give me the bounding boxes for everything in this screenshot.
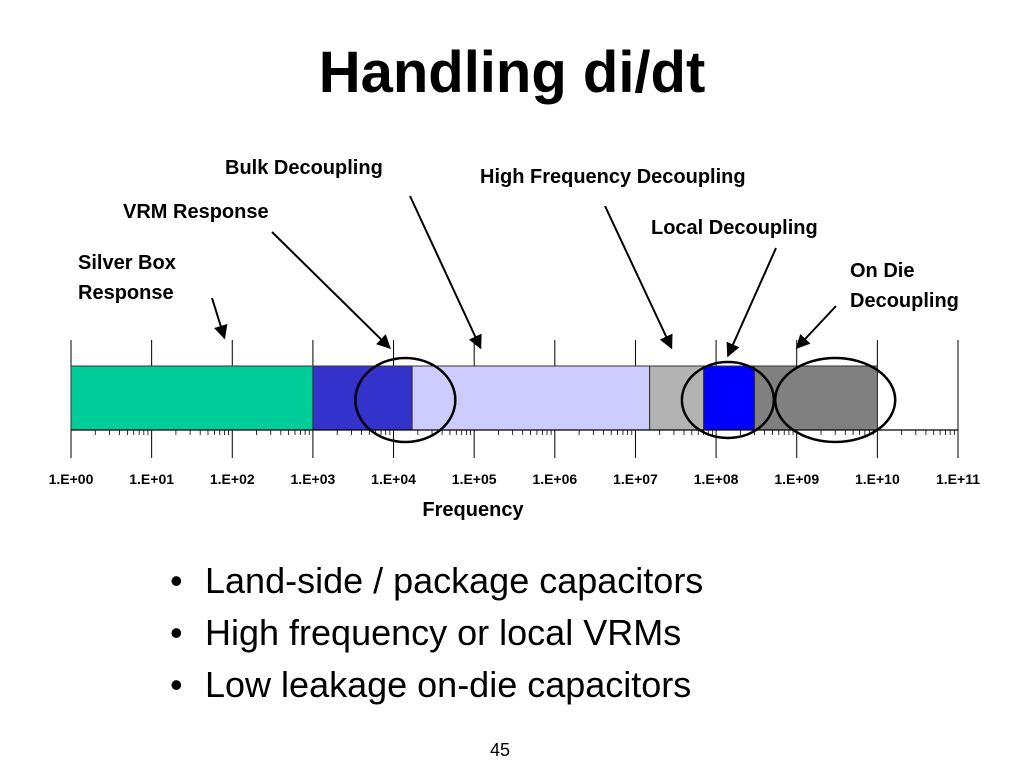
annotation-arrow	[604, 205, 673, 350]
x-tick-label: 1.E+03	[291, 471, 336, 487]
annotation-label: Bulk Decoupling	[225, 157, 383, 179]
frequency-band-segment	[411, 365, 651, 431]
annotation-label: Response	[78, 282, 174, 304]
x-tick-label: 1.E+02	[210, 471, 255, 487]
x-tick-label: 1.E+11	[936, 471, 980, 487]
bullet-list: Land-side / package capacitors High freq…	[170, 555, 703, 711]
page-number: 45	[489, 740, 511, 760]
frequency-band-segment	[649, 365, 705, 431]
slide-title: Handling di/dt	[318, 40, 706, 105]
annotation-label: On Die	[850, 260, 914, 282]
x-tick-label: 1.E+06	[532, 471, 577, 487]
annotation-label: High Frequency Decoupling	[480, 166, 746, 188]
annotation-arrow	[795, 305, 837, 350]
x-tick-label: 1.E+07	[613, 471, 658, 487]
annotation-label: VRM Response	[123, 201, 269, 223]
annotation-label: Local Decoupling	[651, 217, 818, 239]
x-tick-label: 1.E+08	[694, 471, 739, 487]
bullet-item: Low leakage on-die capacitors	[170, 659, 703, 711]
bullet-item: High frequency or local VRMs	[170, 607, 703, 659]
x-tick-label: 1.E+10	[855, 471, 900, 487]
highlight-circle	[354, 356, 457, 444]
annotation-arrow	[726, 247, 777, 358]
bullet-item: Land-side / package capacitors	[170, 555, 703, 607]
frequency-band-segment	[70, 365, 314, 431]
x-tick-label: 1.E+05	[452, 471, 497, 487]
x-tick-label: 1.E+00	[49, 471, 94, 487]
highlight-circle	[773, 356, 897, 444]
frequency-band-segment	[703, 365, 756, 431]
x-tick-label: 1.E+04	[371, 471, 416, 487]
x-axis-label: Frequency	[422, 499, 524, 521]
x-tick-label: 1.E+09	[774, 471, 819, 487]
highlight-circle	[680, 360, 776, 440]
annotation-label: Silver Box	[78, 252, 176, 274]
annotation-arrow	[271, 231, 391, 349]
annotation-label: Decoupling	[850, 290, 959, 312]
annotation-arrow	[409, 195, 482, 350]
x-tick-label: 1.E+01	[129, 471, 174, 487]
annotation-arrow	[211, 297, 228, 340]
